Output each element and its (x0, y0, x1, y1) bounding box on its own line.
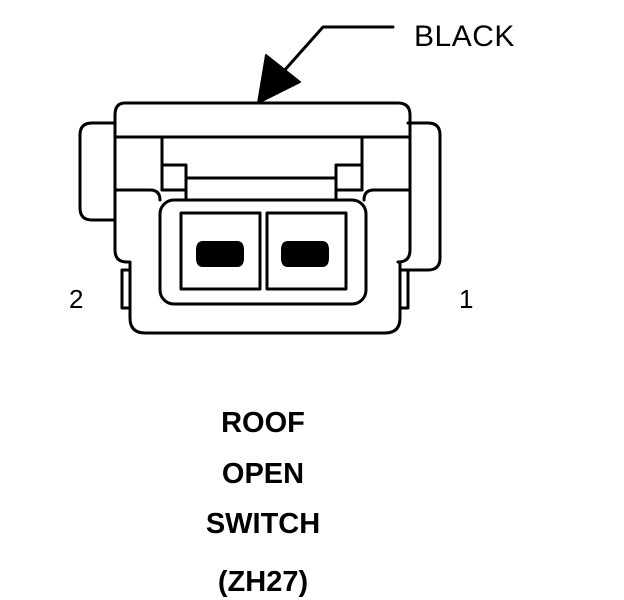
color-leader (257, 25, 395, 104)
connector-code: (ZH27) (217, 566, 309, 598)
terminal-block (158, 198, 368, 306)
pin-2-contact (196, 241, 244, 267)
left-nub (120, 268, 132, 310)
left-side-tab (78, 121, 117, 222)
pin-label-2: 2 (69, 284, 84, 314)
leader-arrowhead (257, 54, 301, 104)
pin-label-1: 1 (459, 284, 474, 314)
latch-post-left (160, 163, 188, 202)
leader-line (281, 25, 395, 74)
connector-color-label: BLACK (414, 20, 515, 53)
connector-housing (113, 101, 412, 335)
terminal-cavity-2 (179, 211, 262, 291)
right-side-tab (406, 121, 442, 272)
right-nub (398, 268, 410, 310)
left-shoulder (113, 188, 162, 202)
pin-1-contact (281, 241, 329, 267)
latch-post-right (334, 163, 364, 202)
title-line-2: OPEN (221, 458, 305, 490)
title-line-3: SWITCH (205, 508, 321, 540)
title-line-1: ROOF (221, 407, 305, 439)
right-shoulder (362, 188, 412, 202)
terminal-cavity-1 (265, 211, 348, 291)
